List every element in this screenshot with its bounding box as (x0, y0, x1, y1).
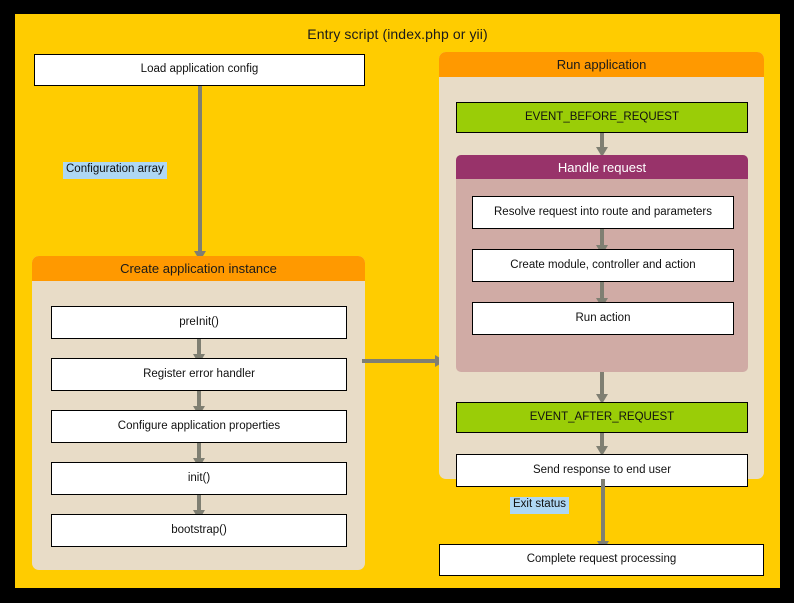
arrow-create-module-to-run-action (596, 282, 608, 308)
entry-script-panel: Entry script (index.php or yii) Load app… (15, 14, 780, 588)
arrow-register-error-handler-to-configure (193, 391, 205, 416)
arrow-run-application-to-complete-request (597, 479, 609, 551)
event-after-request-box: EVENT_AFTER_REQUEST (456, 402, 748, 433)
arrow-event-before-request-to-handle-request (596, 133, 608, 157)
arrow-init-to-bootstrap (193, 495, 205, 520)
complete-request-processing-box: Complete request processing (439, 544, 764, 576)
step-create-module-controller-action-box: Create module, controller and action (472, 249, 734, 282)
arrow-preinit-to-register-error-handler (193, 339, 205, 364)
create-application-instance-group: Create application instance preInit() Re… (32, 256, 365, 570)
step-preinit-box: preInit() (51, 306, 347, 339)
edge-label-exit-status: Exit status (510, 497, 570, 514)
entry-script-title: Entry script (index.php or yii) (307, 26, 488, 42)
create-application-instance-header: Create application instance (32, 256, 365, 281)
step-run-action-box: Run action (472, 302, 734, 335)
load-application-config-box: Load application config (34, 54, 365, 86)
edge-label-configuration-array: Configuration array (63, 162, 167, 179)
step-configure-application-properties-box: Configure application properties (51, 410, 347, 443)
step-bootstrap-box: bootstrap() (51, 514, 347, 547)
handle-request-subgroup: Handle request Resolve request into rout… (456, 155, 748, 372)
run-application-header: Run application (439, 52, 764, 77)
arrow-create-instance-to-run-application (362, 355, 445, 367)
arrow-configure-to-init (193, 443, 205, 468)
step-resolve-request-box: Resolve request into route and parameter… (472, 196, 734, 229)
event-before-request-box: EVENT_BEFORE_REQUEST (456, 102, 748, 133)
handle-request-header: Handle request (456, 155, 748, 179)
arrow-resolve-request-to-create-module (596, 229, 608, 255)
step-register-error-handler-box: Register error handler (51, 358, 347, 391)
arrow-config-to-create-instance (194, 86, 206, 261)
step-init-box: init() (51, 462, 347, 495)
arrow-handle-request-to-event-after-request (596, 372, 608, 404)
run-application-group: Run application EVENT_BEFORE_REQUEST Han… (439, 52, 764, 487)
arrow-event-after-request-to-send-response (596, 433, 608, 456)
